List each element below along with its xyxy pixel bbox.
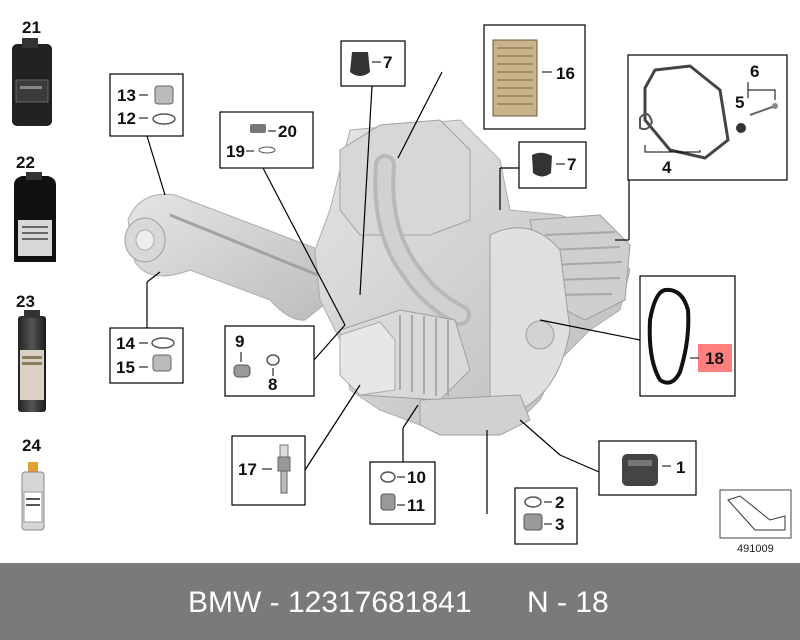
callout-4-5-6[interactable]: 6 5 4 — [627, 54, 788, 181]
bushing-icon — [233, 364, 251, 378]
seal-ring-icon — [152, 113, 176, 125]
part-number-24: 24 — [22, 436, 41, 455]
gasket-icon — [643, 64, 730, 160]
label-14: 14 — [116, 334, 135, 353]
label-17: 17 — [238, 460, 257, 479]
label-15: 15 — [116, 358, 135, 377]
label-20: 20 — [278, 122, 297, 141]
spark-plug-icon — [279, 444, 289, 458]
label-10: 10 — [407, 468, 426, 487]
damper-icon-right — [532, 152, 552, 177]
washer-icon — [266, 354, 280, 366]
engine-illustration — [124, 119, 631, 436]
label-18: 18 — [705, 349, 724, 368]
label-7-right: 7 — [567, 155, 576, 174]
callout-2-3[interactable]: 2 3 — [514, 487, 578, 545]
bolt-icon — [749, 105, 776, 116]
label-6: 6 — [750, 62, 759, 81]
view-arrow-icon — [727, 495, 786, 531]
additive-bottle-icon — [28, 462, 38, 472]
callout-16[interactable]: 16 — [483, 24, 586, 130]
callout-12-13[interactable]: 13 12 — [109, 73, 184, 137]
callout-1[interactable]: 1 — [598, 440, 697, 496]
screw-plug-icon — [523, 513, 543, 531]
leader-lines — [146, 71, 641, 514]
side-part-23: 23 — [16, 292, 46, 412]
part-number-23: 23 — [16, 292, 35, 311]
label-16: 16 — [556, 64, 575, 83]
side-part-24: 24 — [21, 436, 45, 531]
damper-icon — [350, 52, 370, 76]
callout-7-top[interactable]: 7 — [340, 40, 406, 87]
label-12: 12 — [117, 109, 136, 128]
chain-icon — [647, 287, 691, 385]
sensor-icon — [250, 124, 266, 133]
callout-19-20[interactable]: 20 19 — [219, 111, 314, 169]
label-13: 13 — [117, 86, 136, 105]
seal-ring-icon-2 — [151, 337, 175, 349]
callout-18[interactable]: 18 — [639, 275, 736, 397]
brand-part-number: BMW - 12317681841 — [188, 586, 472, 619]
callout-14-15[interactable]: 14 15 — [109, 327, 184, 384]
footer-bar: BMW - 12317681841 N - 18 — [0, 563, 800, 640]
label-7-top: 7 — [383, 53, 392, 72]
side-part-21: 21 — [12, 18, 52, 126]
diagram-id-box: 491009 — [719, 489, 792, 555]
label-2: 2 — [555, 493, 564, 512]
callout-10-11[interactable]: 10 11 — [369, 461, 436, 525]
side-part-22: 22 — [14, 153, 56, 262]
label-9: 9 — [235, 332, 244, 351]
position-number: N - 18 — [527, 586, 609, 619]
callout-8-9[interactable]: 9 8 — [224, 325, 315, 397]
plug-icon-2 — [152, 354, 172, 372]
label-1: 1 — [676, 458, 685, 477]
diagram-number: 491009 — [737, 543, 774, 555]
label-19: 19 — [226, 142, 245, 161]
label-5: 5 — [735, 93, 744, 112]
part-number-22: 22 — [16, 153, 35, 172]
washer-icon-2 — [524, 496, 542, 508]
callout-7-right[interactable]: 7 — [518, 141, 587, 189]
label-8: 8 — [268, 375, 277, 394]
o-ring-icon — [258, 146, 276, 154]
plug-icon — [154, 85, 174, 105]
engine-mount-icon — [622, 454, 658, 486]
grommet-icon — [736, 123, 746, 133]
label-11: 11 — [407, 496, 425, 515]
label-3: 3 — [555, 515, 564, 534]
air-filter-icon — [492, 39, 538, 117]
callout-17[interactable]: 17 — [231, 435, 306, 506]
part-number-21: 21 — [22, 18, 41, 37]
clip-icon — [639, 112, 654, 131]
label-4: 4 — [662, 158, 672, 177]
highlight-badge — [698, 344, 732, 372]
seal-ring-icon-3 — [380, 471, 396, 483]
drain-plug-icon — [380, 493, 396, 511]
